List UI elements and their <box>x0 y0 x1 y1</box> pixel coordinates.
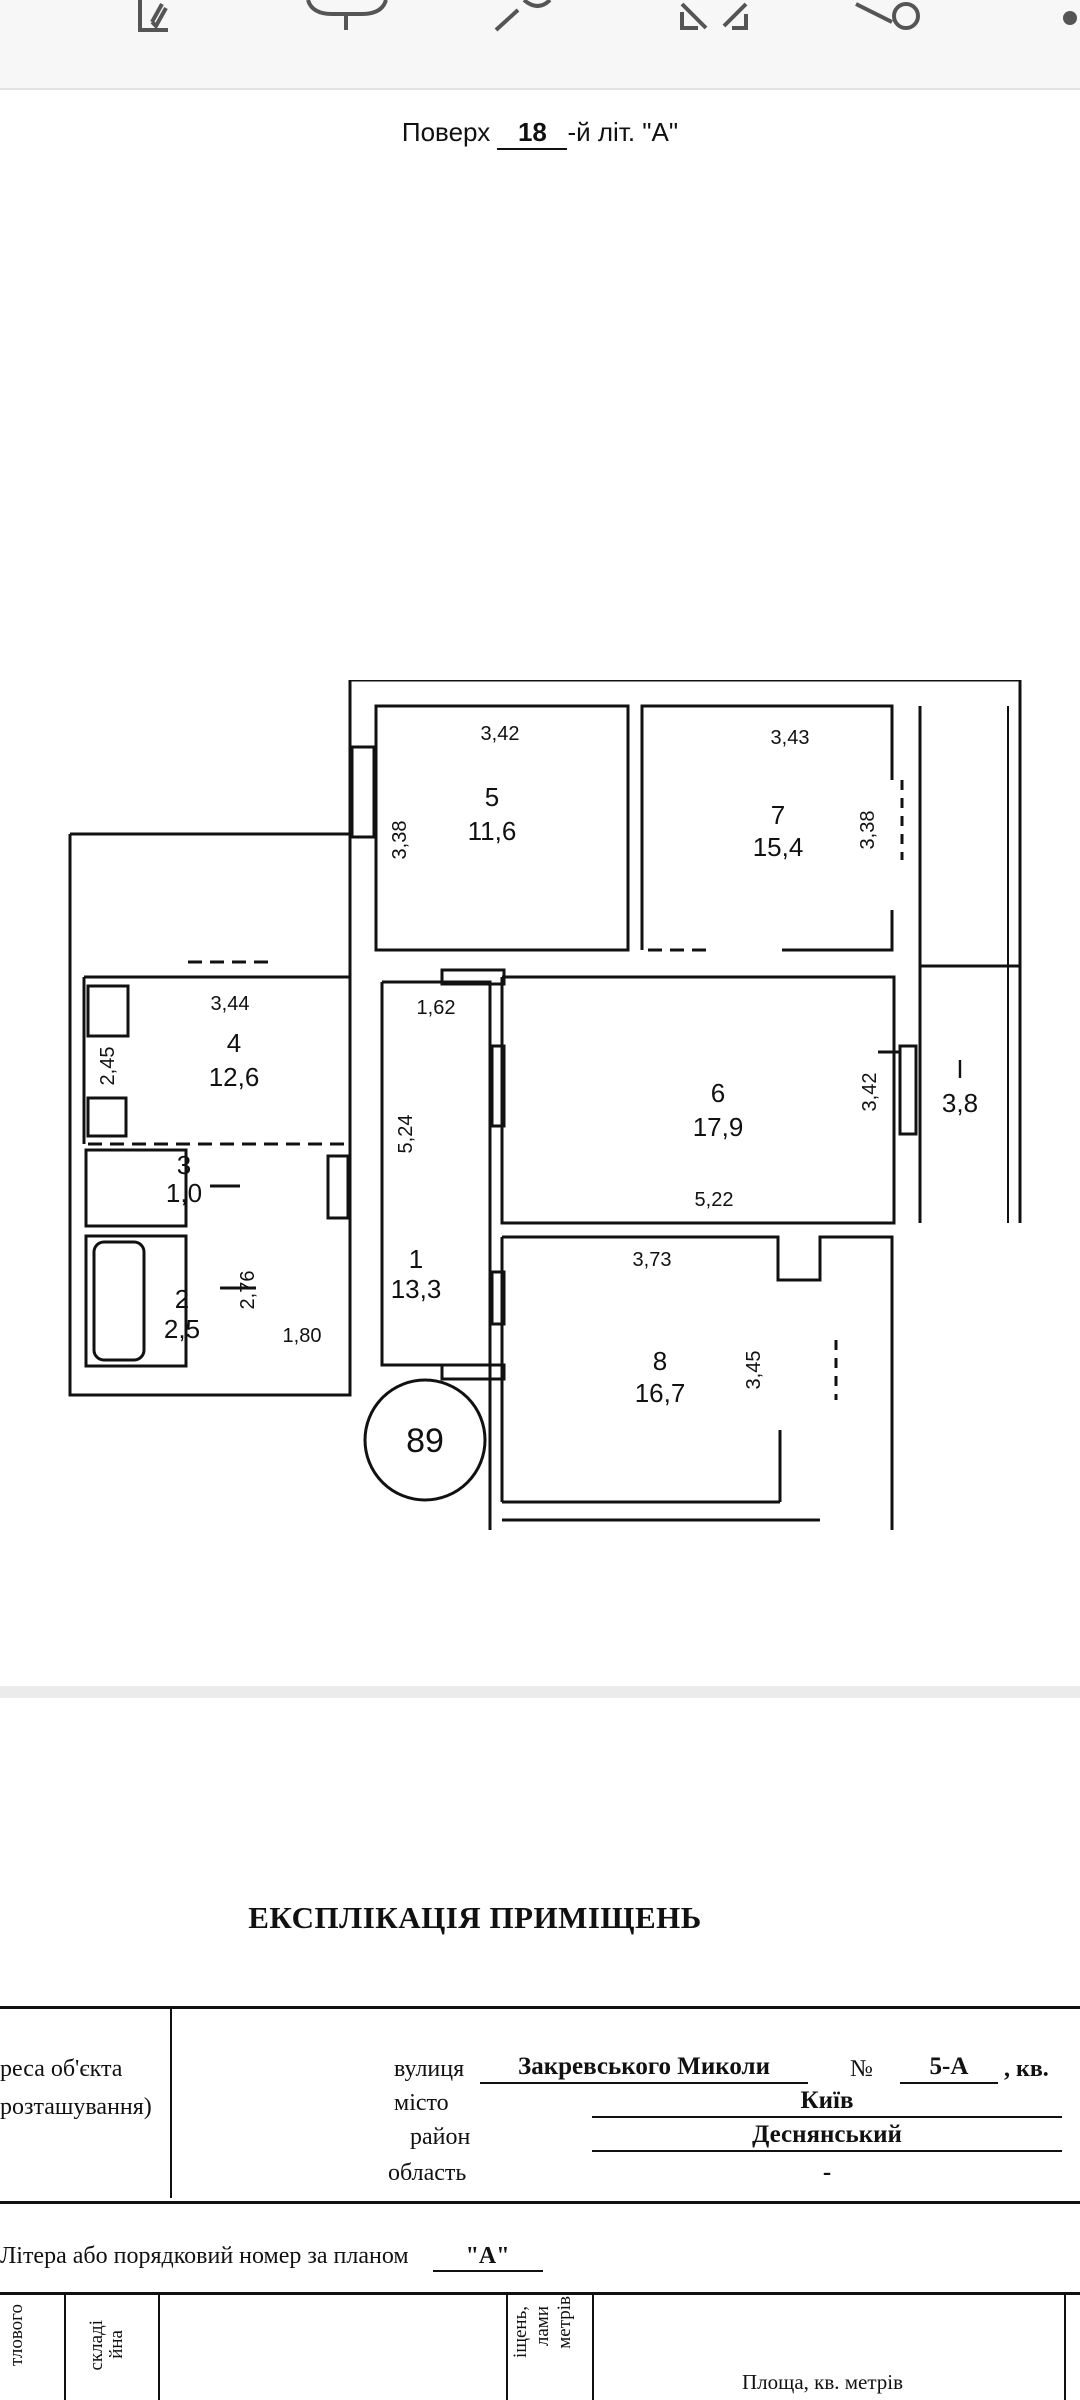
address-left: реса об'єкта розташування) <box>0 2050 152 2126</box>
district-value: Деснянський <box>592 2120 1062 2152</box>
city-value: Київ <box>592 2086 1062 2118</box>
table-col-divider <box>1064 2292 1066 2400</box>
room-1-number: 1 <box>409 1244 423 1274</box>
number-value: 5-А <box>900 2052 998 2084</box>
dim-r6-width: 5,22 <box>695 1189 734 1211</box>
area-header: Площа, кв. метрів <box>742 2370 904 2394</box>
dim-door: 1,62 <box>417 997 456 1019</box>
room-2-number: 2 <box>175 1284 189 1314</box>
table-col-divider <box>158 2292 160 2400</box>
col-header-3a: іщень, <box>510 2306 531 2358</box>
room-6-number: 6 <box>711 1078 725 1108</box>
viewer-toolbar <box>0 0 1080 90</box>
room-4-area: 12,6 <box>209 1062 260 1092</box>
explication-title: ЕКСПЛІКАЦІЯ ПРИМІЩЕНЬ <box>248 1900 702 1935</box>
dim-r8-width: 3,73 <box>633 1249 672 1271</box>
lasso-icon[interactable] <box>302 0 392 36</box>
plan-page <box>0 90 1080 1686</box>
room-3-number: 3 <box>177 1150 191 1180</box>
room-4-number: 4 <box>227 1028 241 1058</box>
more-icon[interactable] <box>1060 8 1080 28</box>
dim-r7-width: 3,43 <box>771 727 810 749</box>
share-icon[interactable] <box>852 0 932 36</box>
city-label: місто <box>394 2090 449 2116</box>
expand-icon[interactable] <box>676 0 752 36</box>
apartment-number: 89 <box>406 1422 444 1460</box>
dim-corridor: 5,24 <box>395 1115 417 1154</box>
dim-r5-height: 3,38 <box>389 821 411 860</box>
address-left-line1: реса об'єкта <box>0 2056 123 2082</box>
dim-r4-width: 3,44 <box>211 993 250 1015</box>
letter-value: "А" <box>432 2243 543 2272</box>
apartment-label: , кв. <box>1004 2056 1049 2082</box>
room-2-area: 2,5 <box>164 1314 200 1344</box>
address-box <box>0 2006 1080 2204</box>
room-8-number: 8 <box>653 1346 667 1376</box>
table-col-divider <box>64 2292 66 2400</box>
dim-r1-width: 1,80 <box>283 1325 322 1347</box>
table-col-divider <box>592 2292 594 2400</box>
floor-number: 18 <box>497 117 568 150</box>
room-7-area: 15,4 <box>753 832 804 862</box>
page-separator <box>0 1686 1080 1698</box>
street-value: Закревського Миколи <box>480 2052 808 2084</box>
room-I-area: 3,8 <box>942 1088 978 1118</box>
floor-prefix: Поверх <box>401 117 491 147</box>
dim-r6-height: 3,42 <box>859 1073 881 1112</box>
dim-r5-width: 3,42 <box>481 723 520 745</box>
region-value: - <box>822 2159 832 2186</box>
col-header-1: тлового <box>6 2304 27 2366</box>
region-label: область <box>388 2160 467 2186</box>
col-header-3b: лами <box>532 2306 553 2347</box>
number-label: № <box>850 2056 873 2082</box>
letter-label: Літера або порядковий номер за планом <box>0 2243 409 2269</box>
table-top-border <box>0 2292 1080 2295</box>
room-I-number: I <box>956 1054 963 1084</box>
markup-icon[interactable] <box>132 0 202 36</box>
district-label: район <box>410 2124 471 2150</box>
room-7-number: 7 <box>771 800 785 830</box>
floor-suffix: -й літ. "А" <box>567 117 679 147</box>
dim-r7-height: 3,38 <box>857 811 879 850</box>
address-left-line2: розташування) <box>0 2094 152 2120</box>
col-header-3c: метрів <box>554 2296 575 2349</box>
dim-r4-height: 2,45 <box>97 1047 119 1086</box>
room-6-area: 17,9 <box>693 1112 744 1142</box>
dim-r8-height: 3,45 <box>743 1351 765 1390</box>
room-5-area: 11,6 <box>468 816 517 846</box>
room-1-area: 13,3 <box>391 1274 442 1304</box>
street-label: вулиця <box>394 2056 465 2082</box>
letter-line: Літера або порядковий номер за планом "А… <box>0 2243 543 2272</box>
room-8-area: 16,7 <box>635 1378 686 1408</box>
room-3-area: 1,0 <box>166 1178 202 1208</box>
floor-plan: 5 11,6 7 15,4 6 17,9 I 3,8 4 12,6 3 1,0 … <box>68 680 1022 1530</box>
table-col-divider <box>506 2292 508 2400</box>
search-icon[interactable] <box>488 0 558 36</box>
col-header-2b: йна <box>106 2330 127 2359</box>
explication-page <box>0 1698 1080 2400</box>
dim-r2-height: 2,76 <box>237 1271 259 1310</box>
floor-caption: Поверх 18-й літ. "А" <box>0 117 1080 150</box>
address-divider <box>170 2006 172 2198</box>
room-5-number: 5 <box>485 782 499 812</box>
col-header-2a: складі <box>86 2320 107 2371</box>
